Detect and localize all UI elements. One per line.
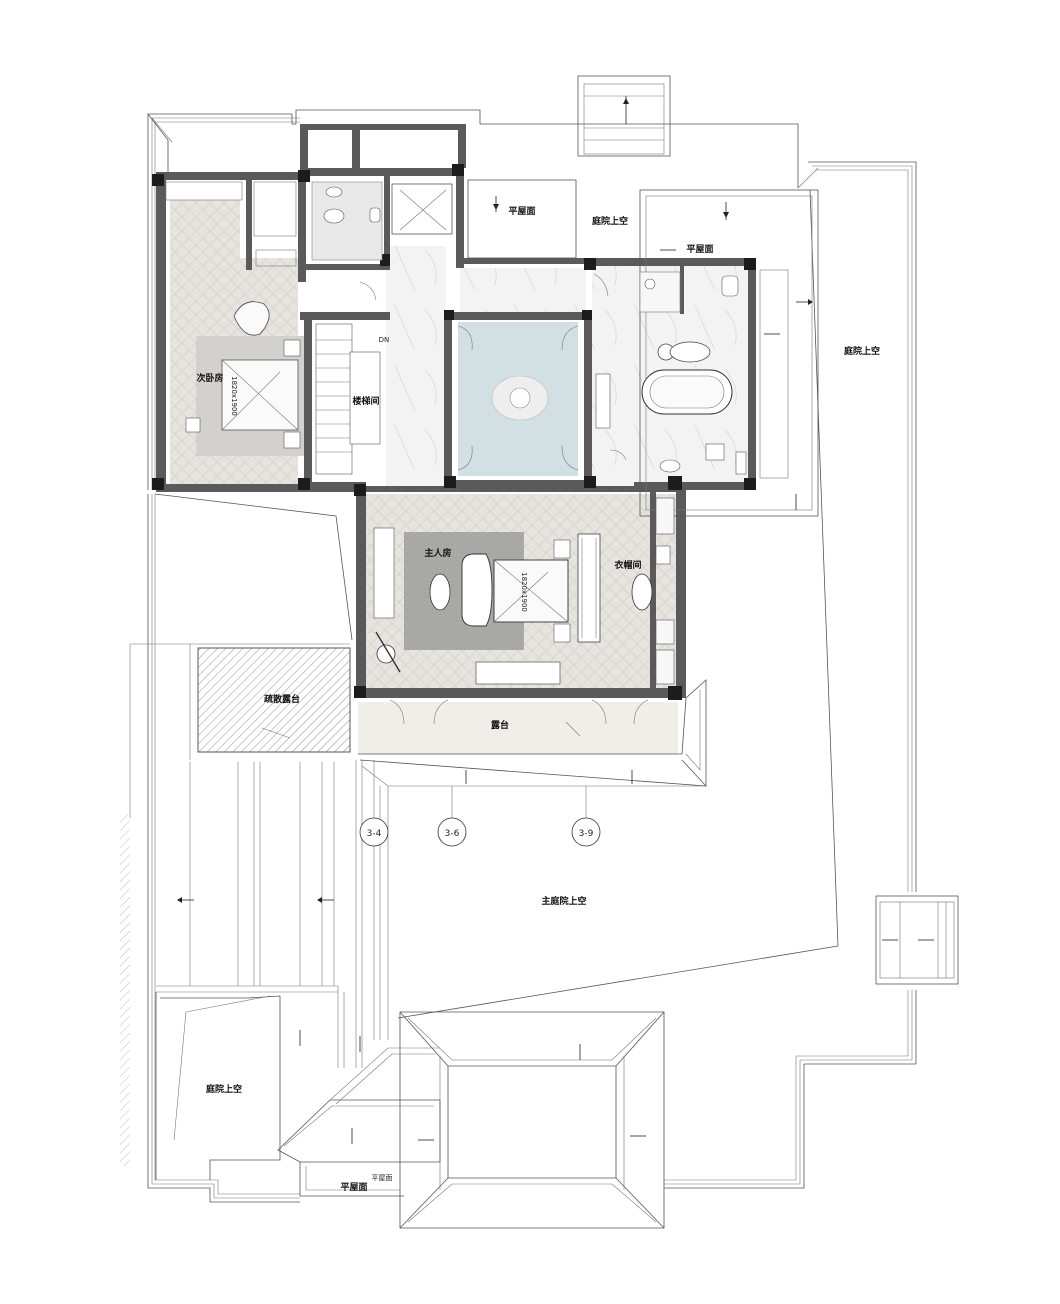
- label-main-courtyard-void: 主庭院上空: [541, 895, 586, 907]
- columns: [152, 164, 756, 700]
- walls: [156, 124, 756, 698]
- label-flat-roof-top: 平屋面: [508, 206, 535, 217]
- room-labels: 平屋面 庭院上空 平屋面 庭院上空 次卧房 1820x1900 楼梯间 DN 主…: [196, 206, 880, 1193]
- label-bed-size-second: 1820x1900: [230, 376, 238, 416]
- slope-arrows: [177, 96, 934, 1144]
- label-flat-roof-right: 平屋面: [686, 244, 713, 255]
- label-courtyard-void-top: 庭院上空: [592, 215, 628, 227]
- label-stair-dn: DN: [379, 336, 390, 344]
- axis-marker-3-6: [437, 817, 467, 847]
- axis-marker-3-4-label: 3-4: [367, 829, 382, 839]
- label-flat-roof-bottom: 平屋面: [340, 1182, 367, 1193]
- label-sparse-terrace: 疏散露台: [264, 693, 300, 705]
- label-courtyard-void-bottom: 庭院上空: [206, 1083, 242, 1095]
- label-second-bedroom: 次卧房: [196, 372, 223, 384]
- axis-marker-3-9-label: 3-9: [579, 829, 594, 839]
- label-courtyard-void-right: 庭院上空: [844, 345, 880, 357]
- axis-marker-3-6-label: 3-6: [445, 829, 460, 839]
- label-flat-roof-bottom-small: 平屋面: [372, 1174, 393, 1182]
- furniture: [165, 179, 819, 788]
- label-bed-size-master: 1820x1900: [520, 572, 528, 612]
- axis-markers: 3-4 3-6 3-9: [359, 786, 601, 847]
- label-master-bedroom: 主人房: [424, 547, 451, 559]
- axis-marker-3-4: [359, 817, 389, 847]
- axis-marker-3-9: [571, 817, 601, 847]
- label-terrace: 露台: [491, 719, 509, 731]
- label-stairwell: 楼梯间: [352, 395, 379, 407]
- label-walk-in-closet: 衣帽间: [614, 559, 641, 571]
- outer-roof-outlines: [120, 75, 959, 1229]
- stair-treads: [315, 323, 381, 475]
